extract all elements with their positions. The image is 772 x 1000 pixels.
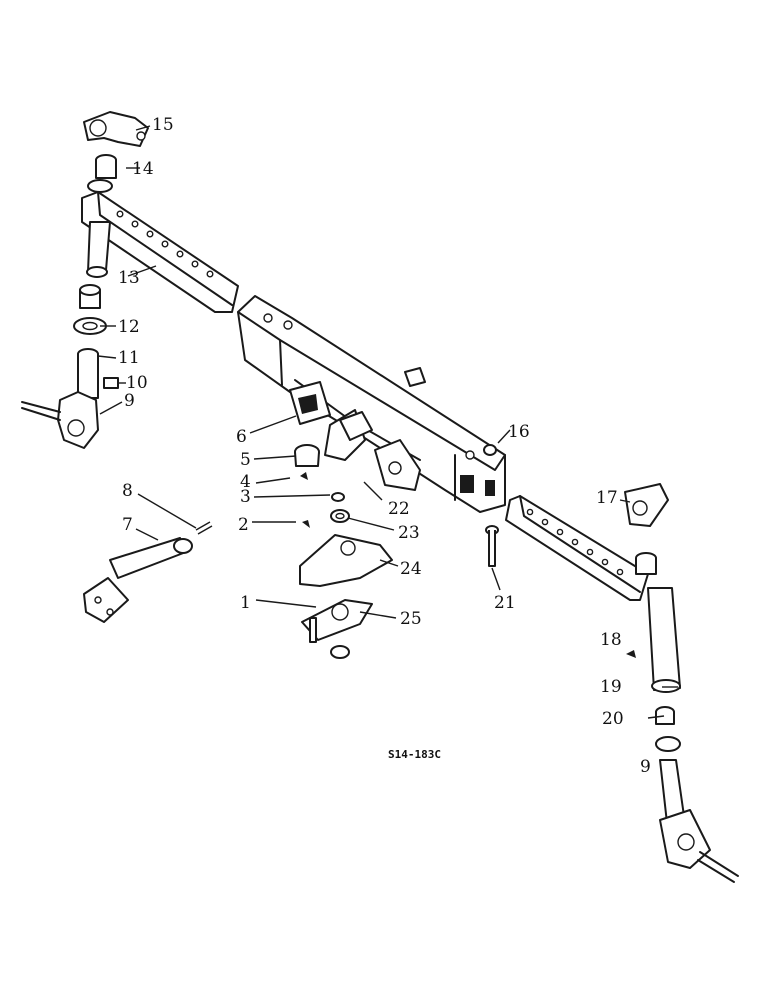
callout-11: 11 [118, 348, 140, 368]
callout-20: 20 [602, 709, 624, 729]
right-axle-extension [505, 495, 649, 601]
pivot-pin-assembly [83, 521, 213, 623]
callout-21: 21 [494, 593, 516, 613]
left-bushing [87, 154, 117, 193]
callout-9: 9 [124, 391, 135, 411]
callout-23: 23 [398, 523, 420, 543]
callout-18: 18 [600, 630, 622, 650]
callout-3: 3 [240, 487, 251, 507]
callout-1: 1 [240, 593, 251, 613]
callout-16: 16 [508, 422, 530, 442]
center-axle-beam [237, 295, 506, 513]
callout-14: 14 [132, 159, 154, 179]
callout-4: 4 [240, 472, 251, 492]
callout-7: 7 [122, 515, 133, 535]
center-small-parts [294, 444, 393, 659]
left-steering-arm [83, 111, 149, 147]
callout-15: 15 [152, 115, 174, 135]
right-spindle [655, 706, 739, 883]
callout-10: 10 [126, 373, 148, 393]
leader-lines [97, 125, 678, 719]
right-steering-arm [624, 483, 669, 527]
callout-6: 6 [236, 427, 247, 447]
callout-8: 8 [122, 481, 133, 501]
left-spindle [21, 348, 119, 449]
callout-17: 17 [596, 488, 618, 508]
right-spindle-tube [626, 552, 681, 693]
callout-12: 12 [118, 317, 140, 337]
callout-22: 22 [388, 499, 410, 519]
callout-9-right: 9 [640, 757, 651, 777]
callout-5: 5 [240, 450, 251, 470]
callout-labels: 1 2 3 4 5 6 7 8 9 10 11 12 13 14 15 16 1… [118, 115, 651, 777]
drawing-code: S14-183C [388, 748, 441, 761]
callout-19: 19 [600, 677, 622, 697]
center-right-bolt [483, 444, 499, 567]
callout-24: 24 [400, 559, 422, 579]
callout-13: 13 [118, 268, 140, 288]
callout-2: 2 [238, 515, 249, 535]
callout-25: 25 [400, 609, 422, 629]
left-axle-extension [81, 191, 239, 313]
left-thrust-washer-stack [73, 284, 107, 335]
